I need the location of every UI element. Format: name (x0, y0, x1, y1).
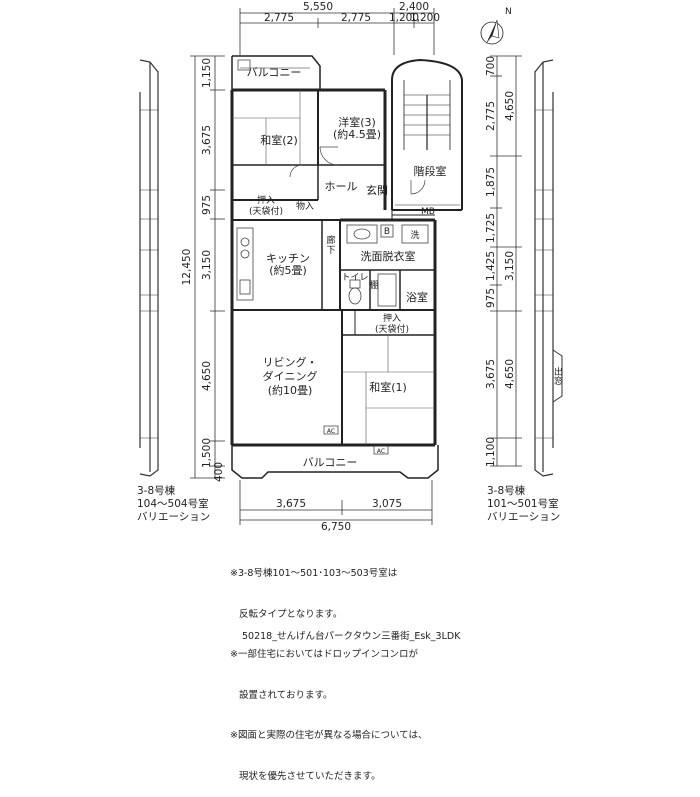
tatami-lines-room2 (232, 90, 301, 165)
balconies (231, 67, 439, 479)
oshiire2-sub: (天袋付) (375, 323, 409, 335)
kitchen-label: キッチン (266, 252, 310, 265)
ac-units (323, 425, 389, 455)
unit-walls (230, 55, 437, 447)
ac-unit-top (237, 59, 251, 71)
washitsu1-label: 和室(1) (369, 380, 407, 394)
toilet-label: トイレ (341, 273, 368, 283)
balcony-top-label: バルコニー (247, 66, 302, 79)
dim-bottom-3075: 3,075 (372, 498, 402, 510)
corridor-label-1: 廊 (326, 234, 335, 246)
washer-mark: 洗 (410, 229, 419, 241)
dim-right-4650a: 4,650 (504, 91, 516, 121)
monoire-label: 物入 (296, 200, 314, 212)
right-dimension-labels: 700 2,775 1,875 1,725 1,425 975 3,675 1,… (485, 56, 516, 467)
bath-fixtures (346, 224, 429, 307)
dim-left-975: 975 (201, 195, 213, 215)
note-line: 現状を優先させていただきます。 (230, 770, 381, 782)
north-label: N (505, 7, 512, 17)
door-swings (289, 146, 426, 195)
dim-right-700: 700 (485, 56, 497, 76)
dim-right-4650b: 4,650 (504, 359, 516, 389)
genkan-label: 玄関 (366, 183, 388, 197)
note-line: ※3-8号棟101～501･103～503号室は (230, 568, 398, 579)
dim-right-3675: 3,675 (485, 359, 497, 389)
ac-label-2: AC (377, 448, 385, 455)
top-dimensions (239, 8, 435, 55)
note-line: 反転タイプとなります。 (230, 608, 343, 620)
kitchen-counter (236, 227, 254, 301)
shelf-label: 棚 (369, 279, 378, 291)
living-size: (約10畳) (268, 383, 313, 397)
variation-left-line3: バリエーション (137, 511, 211, 523)
variation-right-line3: バリエーション (487, 511, 561, 523)
dim-right-1100: 1,100 (485, 437, 497, 467)
stair-label: 階段室 (414, 164, 447, 178)
dim-right-1725: 1,725 (485, 213, 497, 243)
dim-top-1200a: 1,200 (389, 12, 419, 24)
b-mark: B (384, 227, 390, 237)
senmen-label: 洗面脱衣室 (361, 249, 416, 263)
dim-left-4650: 4,650 (201, 361, 213, 391)
variation-right-line2: 101～501号室 (487, 498, 559, 510)
dim-right-1875: 1,875 (485, 167, 497, 197)
balcony-bottom-label: バルコニー (303, 456, 358, 469)
variation-right-line1: 3-8号棟 (487, 485, 526, 497)
washitsu2-label: 和室(2) (260, 133, 298, 147)
hall-label: ホール (325, 180, 358, 193)
floor-plan: 5,550 2,400 2,775 2,775 1,200 1,200 N 1,… (139, 1, 563, 533)
dim-left-total: 12,450 (181, 249, 193, 286)
note-line: ※一部住宅においてはドロップインコンロが (230, 649, 418, 660)
variation-left: 3-8号棟 104～504号室 バリエーション (137, 485, 210, 524)
dim-left-3150: 3,150 (201, 250, 213, 280)
variation-left-line2: 104～504号室 (137, 498, 209, 510)
dim-left-3675: 3,675 (201, 125, 213, 155)
dim-bottom-3675: 3,675 (276, 498, 306, 510)
dim-left-400: 400 (213, 462, 225, 482)
oshiire2-label: 押入 (383, 312, 401, 324)
bottom-dimensions (239, 480, 433, 525)
yoshitsu-size: (約4.5畳) (333, 127, 381, 141)
living-label-1: リビング・ (263, 355, 318, 369)
yoshitsu-label: 洋室(3) (338, 115, 376, 129)
plan-caption: 50218_せんげん台パークタウン三番街_Esk_3LDK (242, 631, 461, 642)
corridor-label-2: 下 (326, 246, 335, 256)
dim-left-1500: 1,500 (201, 438, 213, 468)
notes-block: ※3-8号棟101～501･103～503号室は 反転タイプとなります。 ※一部… (230, 540, 428, 797)
oshiire1-label: 押入 (257, 194, 275, 206)
north-arrow-icon (480, 19, 504, 45)
dim-bottom-total: 6,750 (321, 521, 351, 533)
left-variation-strip (139, 59, 159, 477)
dim-right-3150: 3,150 (504, 251, 516, 281)
dim-top-5550: 5,550 (303, 1, 333, 13)
dim-right-1425: 1,425 (485, 251, 497, 281)
mb-label: MB (421, 207, 435, 217)
right-variation-strip (534, 59, 563, 477)
dim-top-2775a: 2,775 (264, 12, 294, 24)
dim-top-2400: 2,400 (399, 1, 429, 13)
dim-right-2775: 2,775 (485, 101, 497, 131)
oshiire1-sub: (天袋付) (249, 205, 283, 217)
left-dimension-labels: 1,150 3,675 975 3,150 4,650 1,500 400 12… (181, 58, 225, 482)
variation-left-line1: 3-8号棟 (137, 485, 176, 497)
dim-top-2775b: 2,775 (341, 12, 371, 24)
stair-core (391, 58, 463, 220)
bay-window-label: 出窓 (552, 366, 563, 385)
bath-label: 浴室 (406, 290, 428, 304)
note-line: 設置されております。 (230, 689, 333, 701)
tatami-lines-room1 (342, 335, 435, 445)
left-dimensions (190, 55, 225, 479)
ac-label-1: AC (327, 428, 335, 435)
dim-left-1150: 1,150 (201, 58, 213, 88)
note-line: ※図面と実際の住宅が異なる場合については、 (230, 730, 428, 741)
dim-top-1200b: 1,200 (410, 12, 440, 24)
dim-right-975: 975 (485, 288, 497, 308)
kitchen-size: (約5畳) (269, 263, 307, 277)
variation-right: 3-8号棟 101～501号室 バリエーション (487, 485, 560, 524)
living-label-2: ダイニング (263, 369, 318, 383)
right-dimensions (490, 55, 522, 467)
